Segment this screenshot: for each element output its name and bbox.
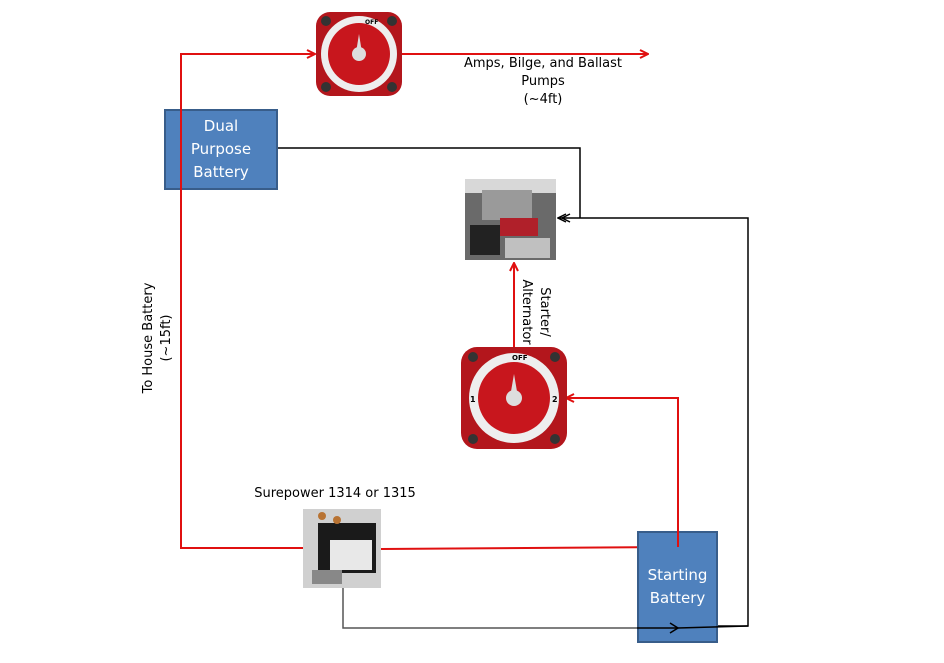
pumps-label-line1: Amps, Bilge, and Ballast [463,56,623,71]
bottom-switch-pos2: 2 [552,395,558,404]
engine-image [465,179,556,260]
bottom-switch-off-label: OFF [512,354,528,362]
ground-surepower-to-starting [342,588,678,628]
dual-battery-line2: Purpose [190,140,252,158]
wire-surepower-to-switch [380,398,679,550]
top-battery-switch: OFF [316,12,402,96]
dual-battery-line1: Dual [203,117,239,135]
house-label-line1: To House Battery [141,282,156,394]
house-label-line2: (~15ft) [159,314,174,362]
house-battery-label: To House Battery (~15ft) [140,268,176,408]
starting-battery: Starting Battery [637,531,718,643]
surepower-relay-image [303,509,381,588]
ground-dual-to-engine [263,147,581,218]
bottom-switch-pos1: 1 [470,395,476,404]
wire-house-to-top-switch [180,54,315,549]
surepower-label: Surepower 1314 or 1315 [254,486,416,501]
pumps-label-line3: (~4ft) [523,92,563,107]
pumps-label: Amps, Bilge, and Ballast Pumps (~4ft) [458,55,628,109]
starter-label-line1: Starter/ [537,287,552,337]
starter-label-line2: Alternator [519,279,534,345]
starting-battery-line1: Starting [647,566,708,584]
dual-battery-line3: Battery [193,163,249,181]
starter-alternator-label: Starter/ Alternator [517,267,553,357]
pumps-label-line2: Pumps [521,74,565,89]
starting-battery-line2: Battery [649,589,706,607]
bottom-battery-switch: OFF 1 2 [461,347,567,449]
top-switch-off-label: OFF [365,19,378,26]
dual-purpose-battery: Dual Purpose Battery [164,109,278,190]
